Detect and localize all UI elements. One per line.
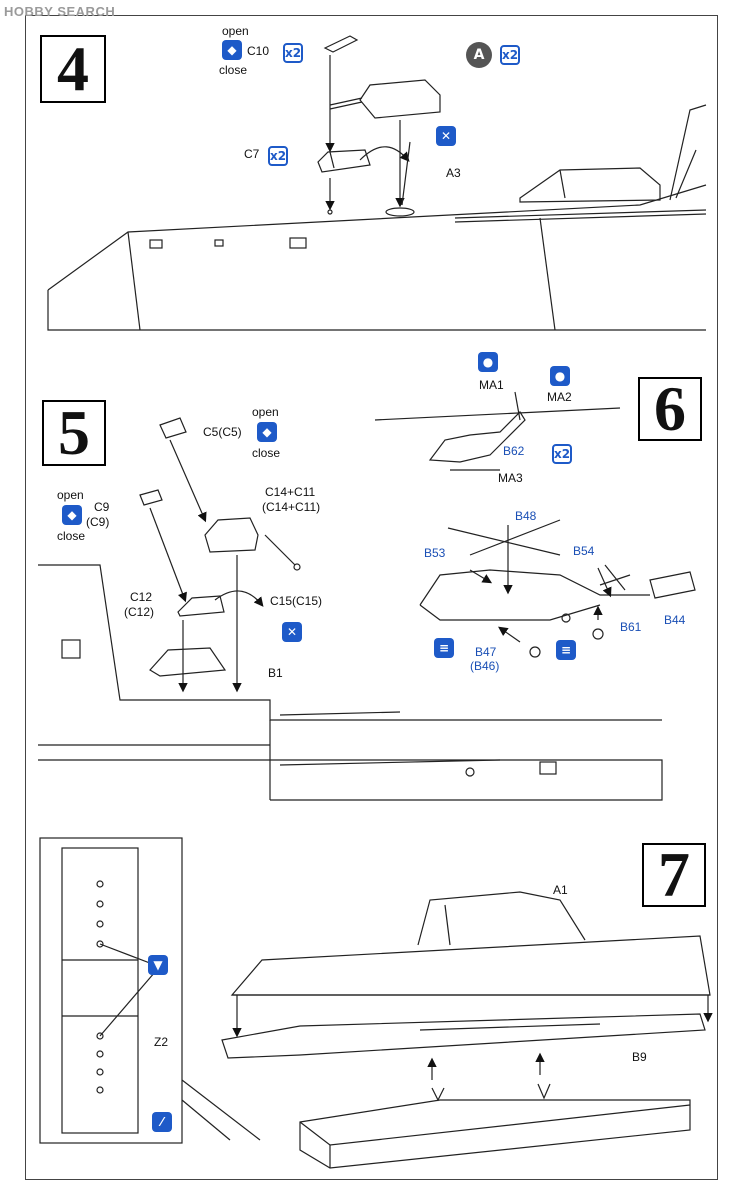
label-part-ma2: MA2 (547, 390, 572, 404)
step4-hull-drawing (47, 35, 707, 331)
step-number-6: 6 (638, 377, 702, 441)
paint-stripe-icon: ≡ (556, 640, 576, 660)
step-number-5: 5 (42, 400, 106, 466)
label-part-b61: B61 (620, 620, 642, 634)
label-part-b44: B44 (664, 613, 686, 627)
label-part-c10: C10 (247, 44, 270, 58)
label-open: open (222, 24, 249, 38)
quantity-x2-icon: x2 (500, 45, 520, 65)
step-number-4: 4 (40, 35, 106, 103)
label-part-b47: B47 (475, 645, 497, 659)
label-open: open (57, 488, 84, 502)
label-part-a1: A1 (553, 883, 568, 897)
open-close-icon: ◆ (257, 422, 277, 442)
label-part-a3: A3 (446, 166, 461, 180)
cement-brush-icon: ⁄ (152, 1112, 172, 1132)
label-close: close (57, 529, 86, 543)
label-part-b54: B54 (573, 544, 595, 558)
glue-not-required-icon: ✕ (282, 622, 302, 642)
label-part-b1: B1 (268, 666, 283, 680)
paint-drop-icon: ● (478, 352, 498, 372)
label-part-c5: C5(C5) (203, 425, 242, 439)
label-part-c14-alt: (C14+C11) (262, 500, 321, 514)
label-part-b46: (B46) (470, 659, 500, 673)
open-close-icon: ◆ (222, 40, 242, 60)
watermark: HOBBY SEARCH (4, 4, 116, 19)
label-part-c12-alt: (C12) (124, 605, 155, 619)
label-part-c15: C15(C15) (270, 594, 323, 608)
label-part-c7: C7 (244, 147, 260, 161)
drill-hole-icon: ▼ (148, 955, 168, 975)
label-close: close (219, 63, 248, 77)
step-number-7: 7 (642, 843, 706, 907)
step7-ship-drawing (39, 837, 711, 1169)
label-part-c9: C9 (94, 500, 110, 514)
label-part-c14: C14+C11 (265, 485, 316, 499)
quantity-x2-icon: x2 (552, 444, 572, 464)
quantity-x2-icon: x2 (283, 43, 303, 63)
paint-drop-icon: ● (550, 366, 570, 386)
paint-stripe-icon: ≡ (434, 638, 454, 658)
label-close: close (252, 446, 281, 460)
label-part-c12: C12 (130, 590, 153, 604)
label-open: open (252, 405, 279, 419)
label-part-b9: B9 (632, 1050, 647, 1064)
label-part-b62: B62 (503, 444, 525, 458)
label-part-b48: B48 (515, 509, 537, 523)
label-part-c9-alt: (C9) (86, 515, 110, 529)
label-part-ma1: MA1 (479, 378, 504, 392)
label-part-z2: Z2 (154, 1035, 169, 1049)
step5-hull-drawing (38, 417, 663, 801)
label-part-ma3: MA3 (498, 471, 523, 485)
quantity-x2-icon: x2 (268, 146, 288, 166)
page-frame (25, 15, 718, 1180)
label-part-b53: B53 (424, 546, 446, 560)
open-close-icon: ◆ (62, 505, 82, 525)
badge-a-icon: A (466, 42, 492, 68)
glue-not-required-icon: ✕ (436, 126, 456, 146)
